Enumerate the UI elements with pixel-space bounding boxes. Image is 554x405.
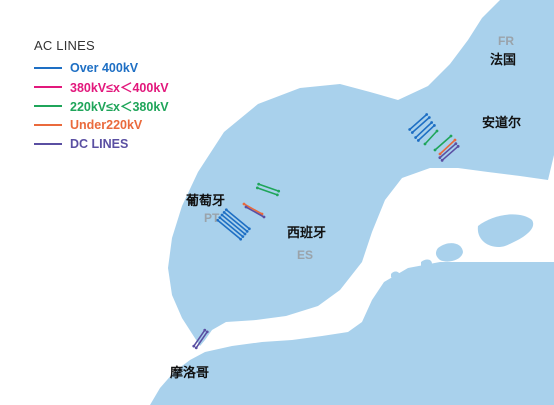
es-fr-dc-endpoint xyxy=(454,142,458,146)
es-fr-over400-endpoint xyxy=(410,131,414,134)
es-pt-220-endpoint xyxy=(255,186,259,190)
es-fr-220-endpoint xyxy=(435,129,439,133)
island xyxy=(435,243,463,262)
es-pt-over400-endpoint xyxy=(224,208,228,212)
morocco-label: 摩洛哥 xyxy=(170,366,210,381)
portugal-label: 葡萄牙 xyxy=(186,194,226,209)
es-ma-dc-line xyxy=(193,329,206,347)
es-pt-over400-endpoint xyxy=(247,227,251,231)
island xyxy=(477,214,534,248)
es-pt-220-endpoint xyxy=(277,189,281,193)
es-fr-over400-endpoint xyxy=(427,116,431,119)
legend-swatch xyxy=(34,123,62,126)
es-pt-over400-endpoint xyxy=(220,213,224,217)
legend-title: AC LINES xyxy=(34,38,95,53)
es-pt-over400-endpoint xyxy=(222,210,226,214)
es-pt-220-line xyxy=(257,187,278,196)
legend-swatch xyxy=(34,85,62,88)
es-pt-over400-endpoint xyxy=(216,218,220,222)
es-pt-over400-line xyxy=(223,211,248,232)
es-fr-over400-line xyxy=(411,116,430,134)
es-fr-dc-endpoint xyxy=(456,144,460,148)
es-pt-over400-endpoint xyxy=(218,216,222,220)
es-ma-dc-endpoint xyxy=(205,330,209,334)
legend-item: Under220kV xyxy=(34,115,169,134)
es-pt-over400-line xyxy=(225,209,250,230)
legend-item: 220kV≤x＜380kV xyxy=(34,96,169,115)
es-fr-220-endpoint xyxy=(423,142,427,146)
legend-items: Over 400kV 380kV≤x＜400kV 220kV≤x＜380kV Unde… xyxy=(34,58,169,153)
es-pt-over400-endpoint xyxy=(243,232,247,236)
es-fr-dc-endpoint xyxy=(438,156,442,160)
es-fr-dc-line xyxy=(439,143,457,159)
andorra-label: 安道尔 xyxy=(482,116,522,131)
portugal-code-label: PT xyxy=(204,211,220,225)
legend-label: DC LINES xyxy=(70,136,129,151)
es-fr-over400-line xyxy=(409,113,428,131)
es-pt-over400-endpoint xyxy=(245,229,249,233)
es-fr-over400-endpoint xyxy=(425,113,429,116)
es-pt-under220-line xyxy=(243,203,263,215)
es-pt-dc-line xyxy=(245,206,265,218)
island xyxy=(391,271,400,279)
es-pt-over400-line xyxy=(217,219,242,240)
es-fr-over400-endpoint xyxy=(432,124,436,127)
es-fr-over400-endpoint xyxy=(414,136,418,139)
es-pt-220-line xyxy=(258,183,279,192)
legend-swatch xyxy=(34,66,62,69)
iberia-landmass xyxy=(168,0,554,346)
legend-swatch xyxy=(34,142,62,145)
legend-label: 380kV≤x＜400kV xyxy=(70,81,169,95)
island xyxy=(421,259,432,268)
es-pt-dc-endpoint xyxy=(262,215,266,219)
es-fr-over400-line xyxy=(415,121,433,139)
es-fr-over400-endpoint xyxy=(430,121,434,124)
legend-label: Under220kV xyxy=(70,117,143,132)
es-fr-220-line xyxy=(424,130,438,145)
es-fr-under220-endpoint xyxy=(453,138,457,142)
es-pt-over400-endpoint xyxy=(241,235,245,239)
es-fr-under220-endpoint xyxy=(438,152,442,156)
es-fr-220-endpoint xyxy=(433,148,437,152)
legend-swatch xyxy=(34,104,62,107)
legend-item: DC LINES xyxy=(34,134,169,153)
es-pt-over400-line xyxy=(219,217,244,238)
es-pt-dc-endpoint xyxy=(244,205,248,209)
es-fr-dc-endpoint xyxy=(440,158,444,162)
spain-code-label: ES xyxy=(297,248,314,262)
es-pt-over400-endpoint xyxy=(239,237,243,241)
es-pt-over400-line xyxy=(221,214,246,235)
es-pt-under220-endpoint xyxy=(242,202,246,206)
france-label: 法国 xyxy=(490,53,517,68)
spain-label: 西班牙 xyxy=(287,226,327,241)
es-fr-over400-line xyxy=(417,124,435,142)
es-ma-dc-endpoint xyxy=(194,346,198,350)
es-pt-220-endpoint xyxy=(257,182,261,186)
es-ma-dc-endpoint xyxy=(192,344,196,348)
interconnection-lines xyxy=(192,113,460,350)
es-ma-dc-endpoint xyxy=(203,328,207,332)
legend-item: Over 400kV xyxy=(34,58,169,77)
es-fr-220-line xyxy=(434,135,452,151)
es-pt-220-endpoint xyxy=(275,193,279,197)
legend-label: Over 400kV xyxy=(70,60,139,75)
es-fr-over400-endpoint xyxy=(416,139,420,142)
legend-item: 380kV≤x＜400kV xyxy=(34,77,169,96)
es-fr-over400-endpoint xyxy=(408,128,412,131)
es-fr-220-endpoint xyxy=(449,134,453,138)
france-code-label: FR xyxy=(498,34,514,48)
legend-label: 220kV≤x＜380kV xyxy=(70,100,169,114)
es-fr-under220-line xyxy=(439,139,456,155)
es-ma-dc-line xyxy=(195,331,208,349)
morocco-landmass xyxy=(150,262,554,405)
legend: AC LINES Over 400kV 380kV≤x＜400kV 220kV≤x＜… xyxy=(34,38,169,153)
es-fr-dc-line xyxy=(441,145,459,161)
